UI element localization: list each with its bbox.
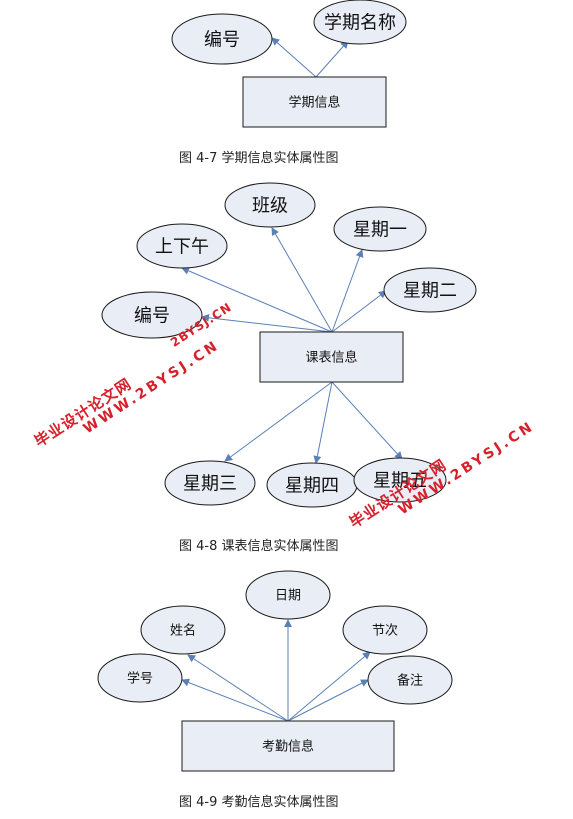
attribute-semester-name-label: 学期名称 bbox=[324, 12, 396, 33]
attribute-id-semester-label: 编号 bbox=[204, 29, 240, 50]
edge-attribute-name bbox=[187, 654, 289, 722]
attribute-thursday-label: 星期四 bbox=[285, 475, 339, 496]
attribute-monday-label: 星期一 bbox=[353, 219, 407, 240]
attribute-monday: 星期一 bbox=[333, 206, 427, 252]
attribute-wednesday-label: 星期三 bbox=[183, 473, 237, 494]
entity-schedule-info-box bbox=[259, 331, 404, 383]
entity-attendance-info: 考勤信息 bbox=[181, 720, 395, 772]
attribute-remark-ellipse bbox=[367, 655, 453, 705]
entity-schedule-info-label: 课表信息 bbox=[305, 350, 357, 366]
attribute-name-ellipse bbox=[140, 605, 226, 655]
attribute-name: 姓名 bbox=[140, 605, 226, 655]
edge-attribute-period bbox=[287, 651, 371, 722]
edge-attribute-monday bbox=[331, 249, 364, 333]
attribute-friday: 星期五 bbox=[353, 457, 447, 503]
attribute-thursday: 星期四 bbox=[266, 462, 358, 508]
attribute-period-ellipse bbox=[342, 605, 428, 655]
attribute-tuesday-label: 星期二 bbox=[403, 280, 457, 301]
caption-figure-4-9: 图 4-9 考勤信息实体属性图 bbox=[179, 795, 339, 810]
attribute-id-schedule-label: 编号 bbox=[134, 305, 170, 326]
edge-attribute-student-id bbox=[181, 678, 289, 722]
attribute-student-id: 学号 bbox=[97, 653, 183, 703]
attribute-id-schedule: 编号 bbox=[101, 291, 203, 339]
edge-attribute-friday bbox=[331, 381, 403, 460]
caption-figure-4-8: 图 4-8 课表信息实体属性图 bbox=[179, 539, 339, 554]
attribute-remark-label: 备注 bbox=[397, 673, 423, 689]
attribute-name-label: 姓名 bbox=[170, 623, 196, 639]
entity-semester-info-box bbox=[242, 76, 387, 128]
attribute-semester-name: 学期名称 bbox=[313, 0, 407, 45]
edge-attribute-am-pm bbox=[181, 267, 333, 333]
attribute-wednesday: 星期三 bbox=[164, 460, 256, 506]
edge-attribute-id-schedule bbox=[201, 313, 333, 333]
edge-attribute-tuesday bbox=[331, 290, 387, 333]
attribute-date: 日期 bbox=[245, 570, 331, 620]
attribute-am-pm: 上下午 bbox=[136, 223, 228, 269]
attribute-am-pm-ellipse bbox=[136, 223, 228, 269]
attribute-wednesday-ellipse bbox=[164, 460, 256, 506]
attribute-class-label: 班级 bbox=[252, 195, 288, 216]
edge-attribute-id-semester bbox=[271, 37, 317, 78]
attribute-period: 节次 bbox=[342, 605, 428, 655]
edge-attribute-thursday bbox=[313, 381, 333, 464]
edge-attribute-semester-name bbox=[315, 40, 349, 78]
attribute-monday-ellipse bbox=[333, 206, 427, 252]
attribute-am-pm-label: 上下午 bbox=[155, 236, 209, 257]
attribute-class-ellipse bbox=[224, 182, 316, 228]
attribute-remark: 备注 bbox=[367, 655, 453, 705]
entity-attendance-info-box bbox=[181, 720, 395, 772]
attribute-semester-name-ellipse bbox=[313, 0, 407, 45]
attribute-id-semester: 编号 bbox=[171, 13, 273, 65]
caption-figure-4-7: 图 4-7 学期信息实体属性图 bbox=[179, 151, 339, 166]
attribute-date-ellipse bbox=[245, 570, 331, 620]
attribute-id-schedule-ellipse bbox=[101, 291, 203, 339]
attribute-period-label: 节次 bbox=[372, 623, 398, 639]
entity-semester-info-label: 学期信息 bbox=[288, 95, 340, 111]
edge-attribute-class bbox=[271, 227, 333, 333]
attribute-friday-ellipse bbox=[353, 457, 447, 503]
attribute-friday-label: 星期五 bbox=[373, 470, 427, 491]
edge-attribute-wednesday bbox=[224, 381, 333, 462]
attribute-date-label: 日期 bbox=[275, 589, 301, 604]
attribute-student-id-label: 学号 bbox=[127, 671, 153, 687]
attribute-tuesday: 星期二 bbox=[383, 267, 477, 313]
attribute-id-semester-ellipse bbox=[171, 13, 273, 65]
edge-attribute-remark bbox=[287, 679, 369, 722]
entity-attendance-info-label: 考勤信息 bbox=[262, 739, 314, 755]
attribute-class: 班级 bbox=[224, 182, 316, 228]
entity-semester-info: 学期信息 bbox=[242, 76, 387, 128]
attribute-tuesday-ellipse bbox=[383, 267, 477, 313]
attribute-student-id-ellipse bbox=[97, 653, 183, 703]
entity-schedule-info: 课表信息 bbox=[259, 331, 404, 383]
